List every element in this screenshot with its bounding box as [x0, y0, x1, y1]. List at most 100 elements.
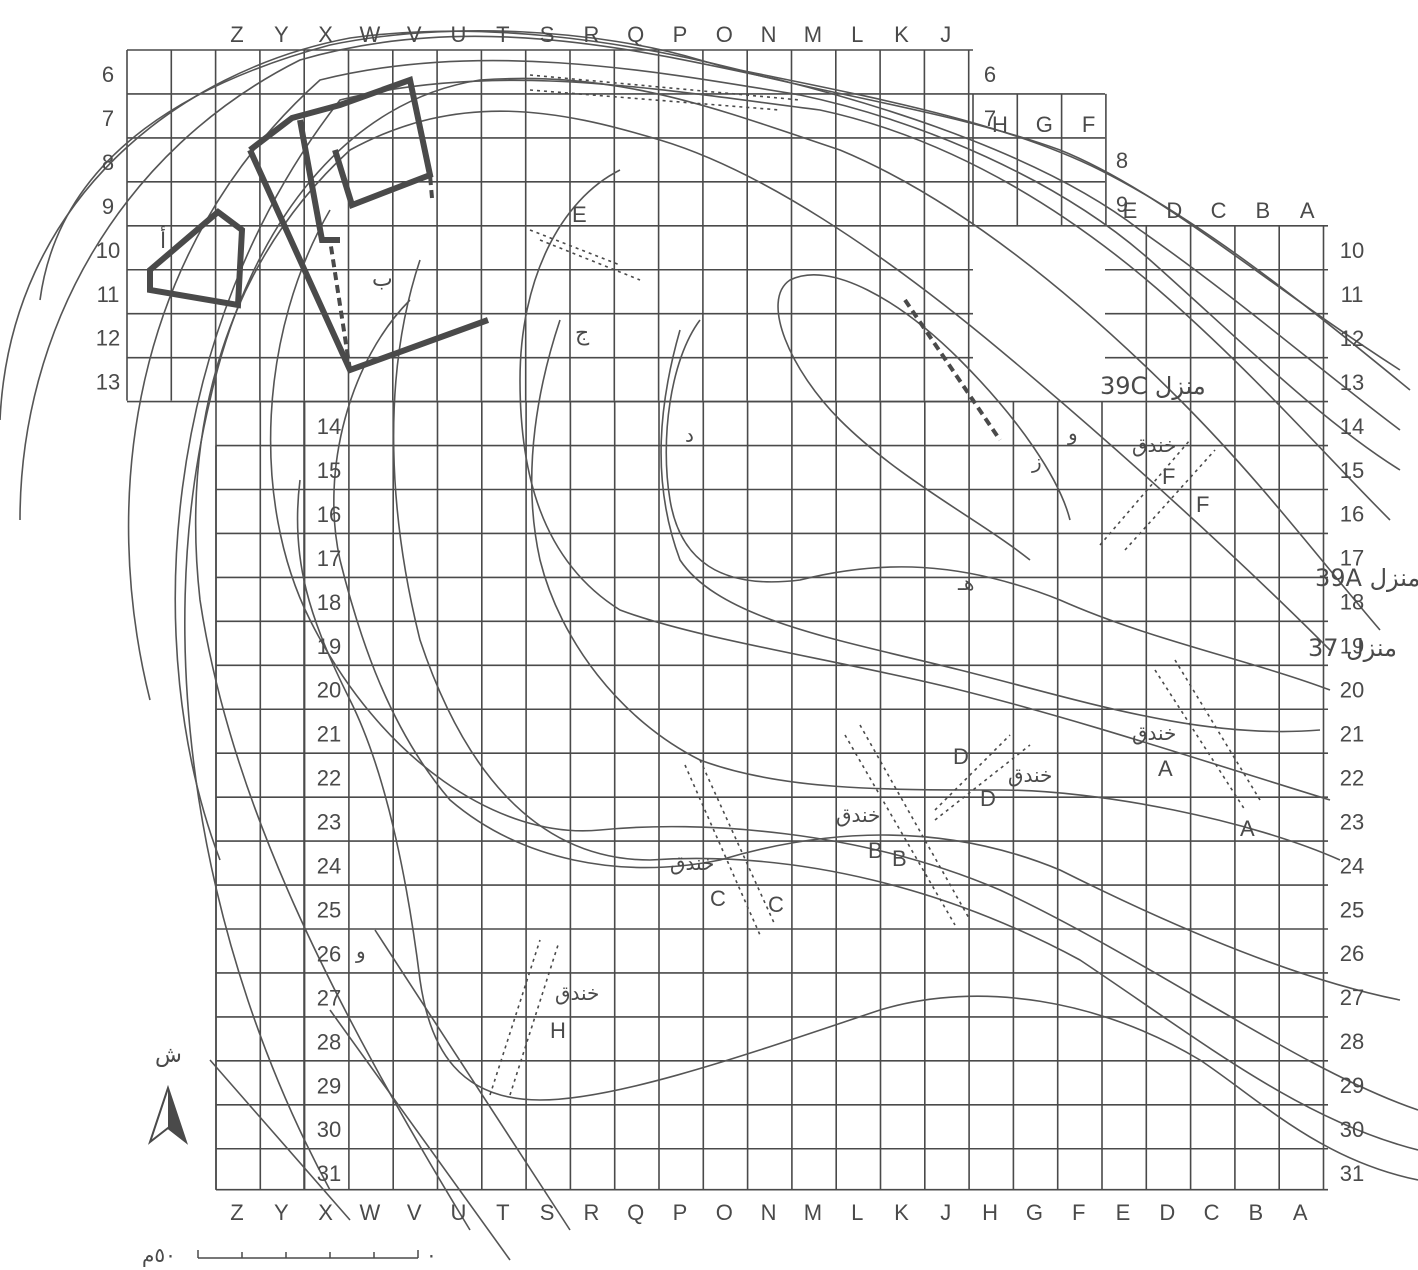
column-label-e: E — [1123, 198, 1138, 223]
row-label-29: 29 — [317, 1073, 341, 1098]
house-39a-label: منزل 39A — [1315, 564, 1418, 592]
column-label-d: D — [1159, 1200, 1175, 1225]
excavated-walls — [150, 76, 1002, 442]
house-39c-label: منزل 39C — [1100, 372, 1206, 400]
row-label-26: 26 — [1340, 941, 1364, 966]
trench-outline — [684, 764, 761, 936]
column-label-n: N — [761, 22, 777, 47]
trench-d-label-2: D — [980, 786, 996, 811]
row-label-30: 30 — [1340, 1117, 1364, 1142]
trench-h-label: H — [550, 1018, 566, 1043]
row-label-10: 10 — [96, 238, 120, 263]
scale-bar: ٥٠م ٠ — [142, 1243, 437, 1267]
row-label-28: 28 — [1340, 1029, 1364, 1054]
row-label-7: 7 — [984, 106, 996, 131]
row-label-24: 24 — [1340, 853, 1364, 878]
trench-outline — [1124, 449, 1216, 551]
row-label-14: 14 — [317, 414, 341, 439]
trench-outline — [699, 759, 776, 926]
column-label-r: R — [583, 1200, 599, 1225]
row-label-28: 28 — [317, 1029, 341, 1054]
column-label-x: X — [318, 1200, 333, 1225]
scale-bar-end-label: ٥٠م — [142, 1243, 176, 1267]
row-label-12: 12 — [96, 326, 120, 351]
column-label-e: E — [1116, 1200, 1131, 1225]
column-label-o: O — [716, 22, 733, 47]
scale-bar-start-label: ٠ — [426, 1243, 437, 1267]
row-label-6: 6 — [984, 62, 996, 87]
column-label-g: G — [1026, 1200, 1043, 1225]
column-label-s: S — [540, 22, 555, 47]
north-arrow-fill — [168, 1088, 186, 1142]
survey-grid — [126, 49, 1328, 1191]
column-label-p: P — [673, 22, 688, 47]
room-e-label: E — [572, 202, 587, 227]
column-label-p: P — [673, 1200, 688, 1225]
column-label-x: X — [318, 22, 333, 47]
column-label-j: J — [940, 22, 951, 47]
wall-dashed — [428, 174, 434, 199]
column-label-b: B — [1249, 1200, 1264, 1225]
trench-a-label-1: A — [1158, 756, 1173, 781]
row-labels: 6789101112131415161718192021222324252627… — [96, 62, 1364, 1186]
row-label-20: 20 — [1340, 678, 1364, 703]
trench-a-label-2: A — [1240, 816, 1255, 841]
row-label-9: 9 — [1116, 192, 1128, 217]
wall-segment — [247, 148, 490, 374]
column-label-z: Z — [230, 22, 243, 47]
trench-outline — [539, 239, 641, 281]
column-label-w: W — [360, 22, 381, 47]
wall-segment — [248, 76, 434, 209]
row-label-26: 26 — [317, 941, 341, 966]
column-label-l: L — [851, 22, 863, 47]
trench-a-word: خندق — [1132, 721, 1176, 745]
row-label-18: 18 — [317, 590, 341, 615]
column-label-d: D — [1166, 198, 1182, 223]
row-label-22: 22 — [317, 766, 341, 791]
row-label-17: 17 — [317, 546, 341, 571]
column-label-k: K — [894, 22, 909, 47]
contour-lines — [0, 30, 1418, 1261]
trench-f-word: خندق — [1132, 433, 1176, 457]
trench-b-label-1: B — [868, 838, 883, 863]
column-label-n: N — [761, 1200, 777, 1225]
trench-b-label-2: B — [892, 846, 907, 871]
column-label-y: Y — [274, 1200, 289, 1225]
row-label-15: 15 — [1340, 458, 1364, 483]
trench-f-label-1: F — [1162, 464, 1175, 489]
row-label-9: 9 — [102, 194, 114, 219]
trench-outline — [509, 944, 559, 1096]
area-jeem: ج — [575, 321, 590, 346]
column-label-m: M — [804, 22, 822, 47]
area-zain: ز — [1031, 449, 1042, 473]
column-label-b: B — [1256, 198, 1271, 223]
row-label-29: 29 — [1340, 1073, 1364, 1098]
column-label-h: H — [992, 112, 1008, 137]
column-label-r: R — [583, 22, 599, 47]
column-label-h: H — [982, 1200, 998, 1225]
trench-d-word: خندق — [1008, 763, 1052, 787]
trench-f-label-2: F — [1196, 492, 1209, 517]
column-label-u: U — [451, 1200, 467, 1225]
row-label-12: 12 — [1340, 326, 1364, 351]
row-label-7: 7 — [102, 106, 114, 131]
column-label-u: U — [451, 22, 467, 47]
row-label-19: 19 — [1340, 634, 1364, 659]
row-label-20: 20 — [317, 678, 341, 703]
row-label-13: 13 — [1340, 370, 1364, 395]
row-label-27: 27 — [317, 985, 341, 1010]
column-label-f: F — [1082, 112, 1095, 137]
column-label-k: K — [894, 1200, 909, 1225]
column-label-w: W — [360, 1200, 381, 1225]
row-label-11: 11 — [97, 282, 120, 307]
column-label-t: T — [496, 22, 509, 47]
area-alef: أ — [160, 226, 166, 254]
trench-outline — [844, 734, 956, 926]
area-dal: د — [685, 423, 694, 447]
trench-outline — [934, 734, 1011, 811]
column-label-c: C — [1211, 198, 1227, 223]
house-37-label: منزل 37 — [1308, 634, 1397, 662]
north-arrow-label: ش — [155, 1043, 182, 1068]
